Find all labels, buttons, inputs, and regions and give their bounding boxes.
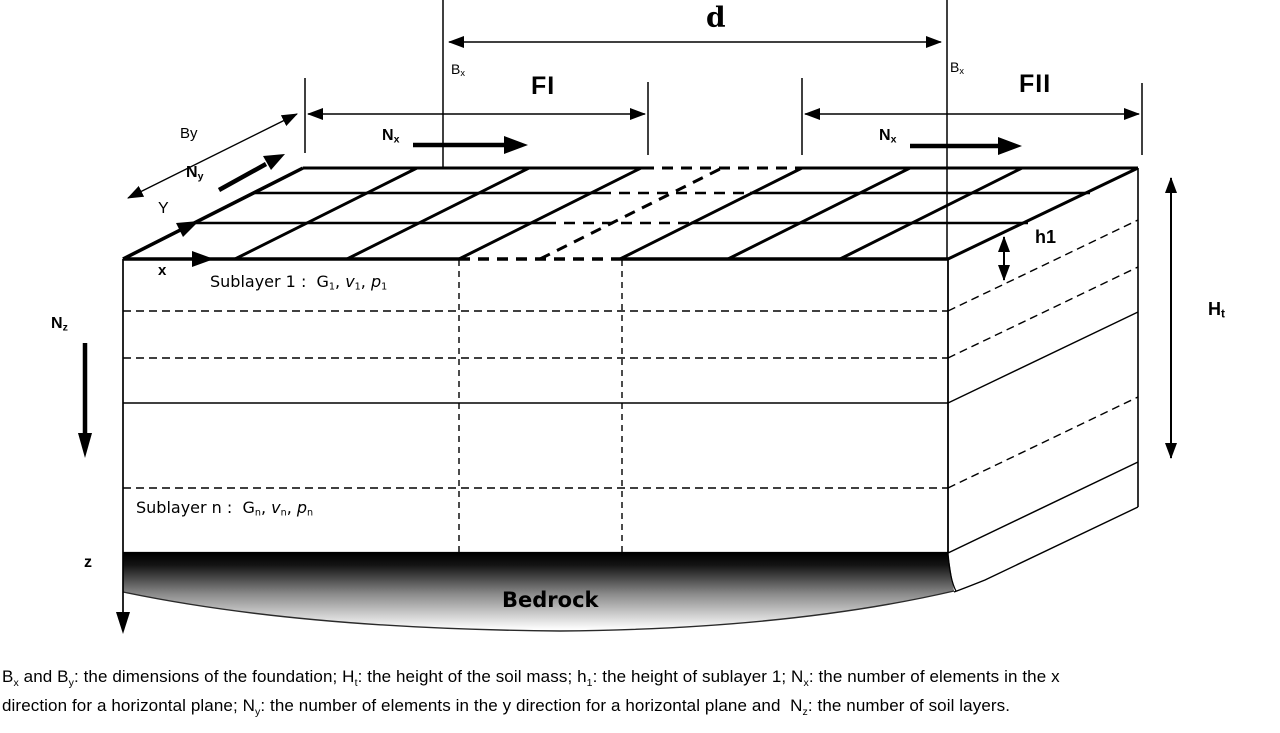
caption-line-1: Bx and By: the dimensions of the foundat… bbox=[2, 667, 1060, 689]
caption-line-2: direction for a horizontal plane; Ny: th… bbox=[2, 696, 1011, 718]
sublayer-n-label: Sublayer n : Gn, vn, pn bbox=[136, 498, 314, 519]
foundation-fi-label: FI bbox=[531, 72, 556, 100]
dimension-d-label: d bbox=[706, 1, 726, 34]
bedrock-label: Bedrock bbox=[502, 588, 599, 612]
top-surface-grid bbox=[123, 166, 1139, 261]
y-axis-label: Y bbox=[158, 200, 169, 217]
nx-label-right: Nx bbox=[879, 127, 897, 146]
ny-label: Ny bbox=[186, 164, 204, 183]
foundation-fii-label: FII bbox=[1019, 70, 1052, 98]
bedrock-region bbox=[122, 461, 1139, 632]
nz-arrow bbox=[78, 343, 92, 458]
bx-label-left: Bx bbox=[451, 61, 465, 79]
soil-block-diagram bbox=[78, 0, 1177, 634]
h1-label: h1 bbox=[1035, 227, 1057, 247]
by-label: By bbox=[180, 125, 198, 142]
dimension-fii bbox=[801, 78, 1143, 155]
dimension-by bbox=[127, 113, 298, 199]
sublayer-1-label: Sublayer 1 : G1, v1, p1 bbox=[210, 272, 388, 293]
dimension-d bbox=[442, 0, 948, 259]
front-face-layers bbox=[123, 259, 949, 553]
dimension-fi bbox=[304, 78, 649, 155]
nx-label-left: Nx bbox=[382, 127, 400, 146]
right-face-layers bbox=[947, 168, 1139, 507]
nz-label: Nz bbox=[51, 315, 68, 334]
ht-label: Ht bbox=[1208, 299, 1225, 321]
nx-arrow-right bbox=[910, 137, 1022, 155]
z-axis-label: z bbox=[84, 554, 92, 571]
nx-arrow-left bbox=[413, 136, 528, 154]
x-axis-label: x bbox=[158, 262, 167, 279]
bx-label-right: Bx bbox=[950, 59, 964, 77]
ny-arrow bbox=[217, 154, 285, 192]
